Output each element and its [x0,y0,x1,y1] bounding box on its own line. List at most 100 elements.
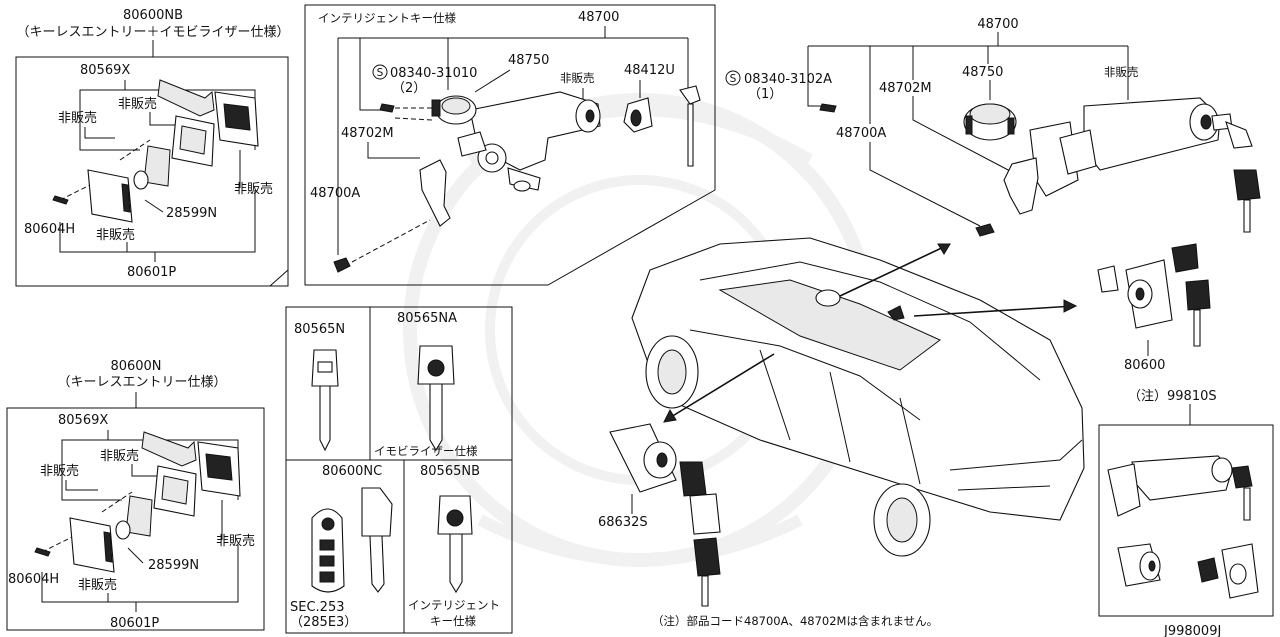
remote-key-blade [361,487,393,593]
intelligent-clamp-label: 48700A [310,186,360,201]
right-cylinder [963,103,1017,141]
right-main-part: 48700 [977,17,1018,32]
note-kit-door-lock [1197,543,1259,599]
intelligent-cylinder-label: 48750 [508,53,549,68]
intelligent-screw-label: 08340-31010 [390,66,477,81]
right-screw-qty: （1） [748,87,782,102]
right-s-letter: S [730,73,737,85]
right-bolt [975,223,995,237]
diagram-code: J998009J [1163,624,1221,637]
intelligent-not-sold: 非販売 [560,71,595,85]
bl-screw-label: 80604H [8,572,59,587]
intelligent-bracket [419,159,451,227]
note-kit-cylinder [1117,543,1161,587]
tl-screw [52,195,69,205]
bl-not-sold-1: 非販売 [100,448,139,464]
note-kit-steering-lock [1107,455,1253,521]
right-steering-lock [1029,97,1221,197]
intelligent-spec-1: インテリジェント [408,598,500,612]
pointer-arrows [663,243,1078,423]
door-set-label: 80600 [1124,358,1165,373]
right-bracket [1003,157,1039,215]
door-lock-set: 80600 [1097,243,1211,373]
intelligent-screw [379,103,395,113]
bl-not-sold-2: 非販売 [40,463,79,479]
key-blanks-group: 80565N 80565NA イモビライザー仕様 80600NC 80565NB… [285,306,513,634]
intelligent-lock-label: 48412U [624,63,675,78]
kit-immobilizer-group: 80600NB （キーレスエントリー＋イモビライザー仕様） 80569X 非販売… [15,8,290,287]
bl-not-sold-3: 非販売 [216,533,255,549]
car-illustration [631,237,1085,557]
note-kit-group: （注）99810S [1098,389,1274,617]
key-blank-nb [437,495,473,594]
remote-fob [311,508,345,593]
bl-battery-label: 28599N [148,558,199,573]
right-lock-group: 48700 S 08340-3102A （1） 48750 48702M 非販売… [725,17,1261,237]
note-kit-label: （注）99810S [1128,389,1217,404]
sec-sub-label: （285E3） [290,615,357,630]
tl-not-sold-3: 非販売 [234,181,273,197]
blank-nb-label: 80565NB [420,464,480,479]
bl-assy-label: 80601P [110,616,159,631]
tl-case-label: 80569X [80,63,130,78]
note-kit-box [1098,424,1274,617]
intelligent-bracket-label: 48702M [341,126,394,141]
bl-circuit-board [125,495,153,537]
car-door-handle [887,305,905,321]
immobilizer-spec: イモビライザー仕様 [374,444,478,458]
remote-label: 80600NC [322,464,382,479]
intelligent-cylinder [431,95,477,125]
bl-cover [69,517,115,573]
tl-battery-label: 28599N [166,206,217,221]
bl-case-label: 80569X [58,413,108,428]
right-screw-label: 08340-3102A [744,72,832,87]
right-screw [819,103,837,113]
intelligent-lock-knob [623,97,653,133]
kit-immobilizer-box [15,56,289,287]
tl-circuit-board [143,145,171,187]
intelligent-title: インテリジェントキー仕様 [318,11,456,25]
right-not-sold: 非販売 [1104,65,1139,79]
blank-na-label: 80565NA [397,311,457,326]
sec-label: SEC.253 [290,600,345,615]
kit-immobilizer-note: （キーレスエントリー＋イモビライザー仕様） [16,25,289,40]
tl-battery [133,170,149,190]
intelligent-bolt [333,257,351,273]
tl-cover [87,169,133,223]
key-blank-n [311,349,339,452]
tl-not-sold-2: 非販売 [58,110,97,126]
key-blanks-panel [285,306,513,634]
intelligent-s-letter: S [377,67,384,79]
trunk-cylinder: 68632S [598,423,721,607]
footnote: （注）部品コード48700A、48702Mは含まれません。 [652,614,938,628]
bl-screw [34,547,51,557]
tl-fob-shell [171,115,215,167]
tl-key-blade [157,79,259,147]
intelligent-s-mark [372,64,388,80]
intelligent-lock-group: インテリジェントキー仕様 48700 S 08340-31010 （2） 487… [304,4,716,286]
door-lock-keys [1171,243,1211,347]
door-lock-cylinder [1097,259,1173,329]
tl-not-sold-1: 非販売 [118,96,157,112]
bl-battery [115,520,131,540]
intelligent-main-part: 48700 [578,10,619,25]
intelligent-screw-qty: （2） [392,81,426,96]
kit-keyless-note: （キーレスエントリー仕様） [57,375,226,390]
kit-keyless-number: 80600N [110,359,161,374]
blank-n-label: 80565N [294,322,345,337]
bl-key-blade [141,431,241,497]
kit-keyless-box [6,407,265,631]
kit-immobilizer-number: 80600NB [123,8,183,23]
right-clamp-label: 48700A [836,126,886,141]
intelligent-spec-2: キー仕様 [430,614,476,628]
right-s-mark [725,70,741,86]
bl-not-sold-4: 非販売 [78,577,117,593]
intelligent-key [679,85,701,167]
kit-keyless-group: 80600N （キーレスエントリー仕様） 80569X 非販売 非販売 非販売 … [6,359,265,631]
trunk-cylinder-label: 68632S [598,515,648,530]
car-key-slot [815,289,841,307]
right-cylinder-label: 48750 [962,65,1003,80]
tl-not-sold-4: 非販売 [96,227,135,243]
tl-screw-label: 80604H [24,222,75,237]
